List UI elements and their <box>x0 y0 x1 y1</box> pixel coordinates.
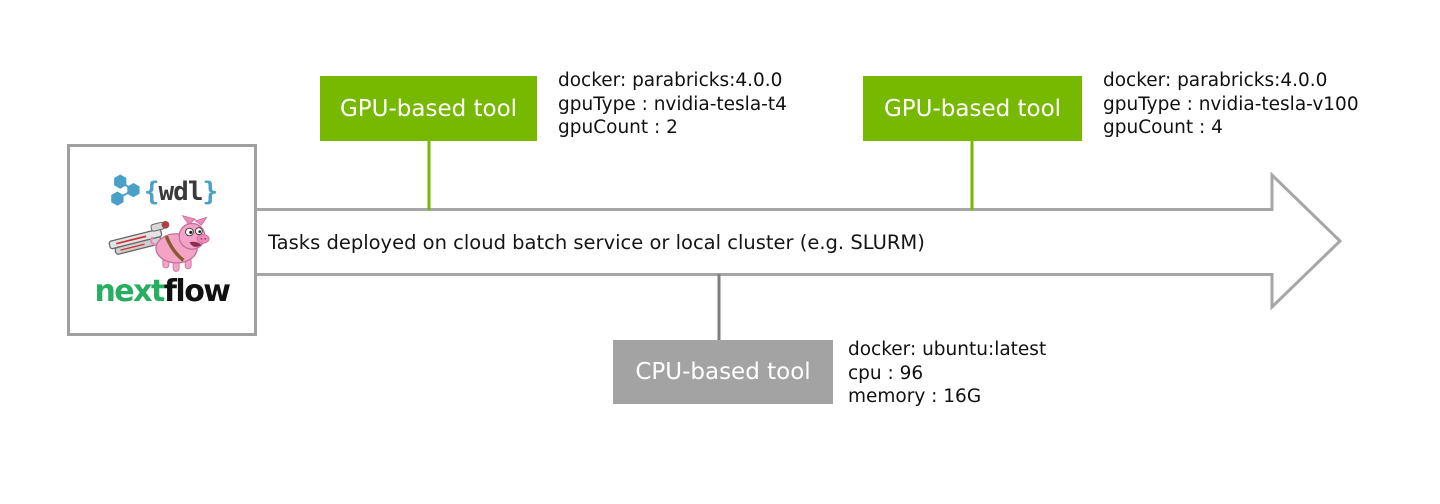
gpu2-annotation-gpucount: gpuCount : 4 <box>1103 117 1223 138</box>
nextflow-logo-next: next <box>94 274 165 309</box>
gpu1-annotation-gputype: gpuType : nvidia-tesla-t4 <box>558 93 787 115</box>
arrow-label: Tasks deployed on cloud batch service or… <box>268 230 925 254</box>
cpu-annotation-cpu: cpu : 96 <box>848 362 924 384</box>
wdl-logo: {wdl} <box>107 173 218 211</box>
cpu-annotation-memory: memory : 16G <box>848 386 982 407</box>
workflow-source-box: {wdl} <box>67 144 257 336</box>
cpu-tool-box: CPU-based tool <box>613 340 833 404</box>
nextflow-logo-flow: flow <box>163 274 231 309</box>
cpu-annotation: docker: ubuntu:latest cpu : 96 memory : … <box>848 338 1046 409</box>
wdl-close-brace: } <box>202 177 218 207</box>
gpu1-annotation-docker: docker: parabricks:4.0.0 <box>558 70 783 91</box>
gpu2-annotation-gputype: gpuType : nvidia-tesla-v100 <box>1103 93 1359 115</box>
gpu1-annotation: docker: parabricks:4.0.0 gpuType : nvidi… <box>558 69 787 140</box>
flow-arrow-shape <box>248 171 1343 311</box>
gpu1-annotation-gpucount: gpuCount : 2 <box>558 117 678 138</box>
gpu-tool-box-1-label: GPU-based tool <box>339 95 518 122</box>
wdl-hexagons-icon <box>111 174 140 206</box>
cpu-annotation-docker: docker: ubuntu:latest <box>848 339 1047 360</box>
gpu-tool-box-1: GPU-based tool <box>320 76 537 141</box>
cpu-tool-box-label: CPU-based tool <box>635 359 811 385</box>
wdl-open-brace: { <box>143 177 160 207</box>
gpu-tool-box-2: GPU-based tool <box>863 76 1082 141</box>
wdl-letters: wdl <box>158 177 204 207</box>
gpu-tool-box-2-label: GPU-based tool <box>883 95 1062 122</box>
gpu2-annotation: docker: parabricks:4.0.0 gpuType : nvidi… <box>1103 69 1359 140</box>
nextflow-logo: nextflow <box>94 274 231 309</box>
wdl-logo-text: {wdl} <box>143 177 218 207</box>
flying-pig-icon <box>108 214 210 272</box>
gpu2-annotation-docker: docker: parabricks:4.0.0 <box>1103 70 1328 91</box>
